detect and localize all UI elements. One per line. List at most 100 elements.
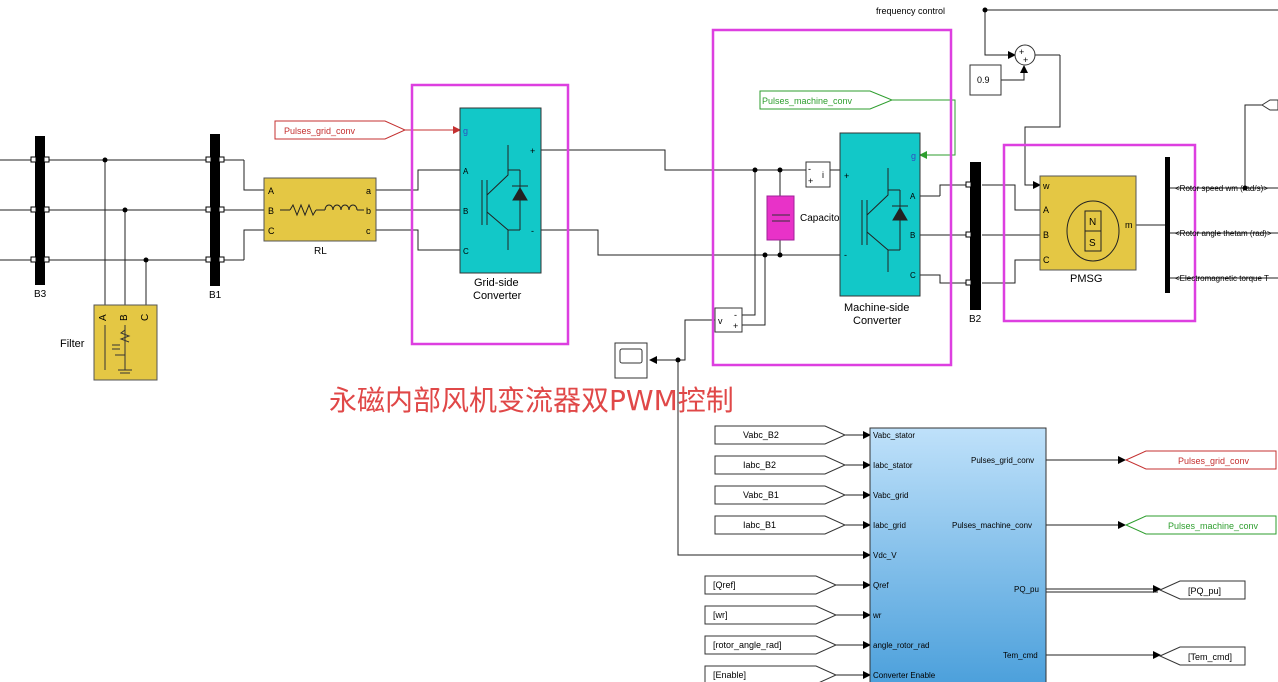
filter-block[interactable]: A B C Filter (60, 304, 158, 381)
constant-block[interactable]: 0.9 (969, 64, 1002, 96)
rl-port-a: A (268, 186, 274, 196)
bus-output-torque: <Electromagnetic torque T (1175, 274, 1269, 283)
bus-b2-label: B2 (969, 314, 982, 325)
goto-tag-text: [PQ_pu] (1188, 586, 1221, 596)
filter-port-a: A (98, 314, 109, 321)
grid-conv-label-2: Converter (473, 290, 522, 302)
rl-port-b: B (268, 206, 274, 216)
grid-conv-port-a: A (463, 167, 469, 176)
control-output-port-label: PQ_pu (1014, 585, 1039, 594)
grid-conv-port-c: C (463, 247, 469, 256)
grid-side-converter-block[interactable]: g A B C + - (459, 107, 542, 274)
control-output-port-label: Pulses_machine_conv (952, 521, 1032, 530)
goto-tag-tem-cmd[interactable]: [Tem_cmd] (1158, 646, 1246, 666)
rl-block[interactable]: A B C a b c RL (263, 177, 377, 257)
control-input-port-label: Qref (873, 581, 889, 590)
sum-sign-2: + (1023, 55, 1028, 65)
grid-conv-minus: - (531, 226, 534, 236)
control-output-port-label: Pulses_grid_conv (971, 456, 1034, 465)
from-tag-wr[interactable]: [wr] (704, 605, 838, 625)
overlay-title: 永磁内部风机变流器双PWM控制 (329, 384, 734, 417)
bus-b1[interactable]: B1 (205, 134, 225, 301)
bus-b3-label: B3 (34, 289, 47, 300)
resistor-inductor-icon (280, 203, 364, 217)
goto-tag-pulses-grid-conv[interactable]: Pulses_grid_conv (1124, 450, 1277, 470)
pmsg-port-w: w (1042, 181, 1050, 191)
rl-port-c-out: c (366, 226, 371, 236)
machine-side-converter-block[interactable]: + - g A B C (839, 132, 921, 297)
from-tag-text: Iabc_B2 (743, 460, 776, 470)
current-meter-plus: + (808, 176, 813, 186)
machine-conv-port-g: g (911, 151, 916, 161)
pmsg-block[interactable]: w A B C m N S PMSG (1039, 175, 1137, 285)
goto-tag-text: [Tem_cmd] (1188, 652, 1232, 662)
grid-conv-label-1: Grid-side (474, 277, 519, 289)
frequency-control-label: frequency control (876, 6, 945, 16)
control-subsystem-block[interactable]: Vabc_statorIabc_statorVabc_gridIabc_grid… (869, 427, 1047, 682)
pmsg-port-m: m (1125, 220, 1133, 230)
rl-port-c: C (268, 226, 275, 236)
rl-port-a-out: a (366, 186, 371, 196)
control-input-port-label: Vdc_V (873, 551, 897, 560)
pmsg-port-a: A (1043, 205, 1049, 215)
from-tag-text: Vabc_B2 (743, 430, 779, 440)
goto-pulses-grid-conv-text: Pulses_grid_conv (284, 126, 356, 136)
current-meter-minus: - (808, 164, 811, 174)
igbt-diode-icon (861, 168, 908, 272)
goto-tag-partial (1261, 99, 1278, 111)
from-tag-qref[interactable]: [Qref] (704, 575, 838, 595)
grid-conv-plus: + (530, 146, 535, 156)
bus-output-labels: <Rotor speed wm (rad/s)> <Rotor angle th… (1175, 184, 1272, 283)
goto-tag-pq-pu[interactable]: [PQ_pu] (1158, 580, 1246, 600)
current-meter-block[interactable]: - + i (805, 161, 831, 188)
control-input-port-label: Vabc_grid (873, 491, 908, 500)
from-tag-iabc-stator[interactable]: Iabc_B2 (714, 455, 847, 475)
filter-port-b: B (119, 314, 130, 321)
voltage-meter-minus: - (734, 310, 737, 320)
bus-b2[interactable]: B2 (965, 162, 982, 325)
voltage-meter-block[interactable]: v - + (714, 307, 743, 333)
capacitor-block[interactable]: Capacitor (766, 195, 843, 241)
bus-output-rotor-angle: <Rotor angle thetam (rad)> (1175, 229, 1272, 238)
bus-selector[interactable] (1165, 157, 1170, 293)
bus-output-rotor-speed: <Rotor speed wm (rad/s)> (1175, 184, 1268, 193)
control-input-port-label: Iabc_stator (873, 461, 913, 470)
control-input-port-label: Iabc_grid (873, 521, 906, 530)
voltage-meter-port-v: v (718, 316, 723, 326)
from-tag-converter-enable[interactable]: [Enable] (704, 665, 838, 682)
rl-label: RL (314, 246, 327, 257)
pmsg-pole-n: N (1089, 217, 1096, 228)
from-tag-text: [Enable] (713, 670, 746, 680)
from-tag-text: [Qref] (713, 580, 736, 590)
current-meter-port-i: i (822, 170, 824, 180)
goto-tag-text: Pulses_machine_conv (1168, 521, 1259, 531)
control-input-port-label: Vabc_stator (873, 431, 915, 440)
rl-port-b-out: b (366, 206, 371, 216)
highlight-machine-side (711, 28, 953, 367)
from-tag-vabc-stator[interactable]: Vabc_B2 (714, 425, 847, 445)
from-tag-iabc-grid[interactable]: Iabc_B1 (714, 515, 847, 535)
from-tag-text: Vabc_B1 (743, 490, 779, 500)
machine-conv-port-a: A (910, 192, 916, 201)
filter-label: Filter (60, 338, 85, 350)
goto-tag-pulses-machine-conv[interactable]: Pulses_machine_conv (1124, 515, 1277, 535)
goto-pulses-machine-conv-text: Pulses_machine_conv (762, 96, 853, 106)
voltage-meter-plus: + (733, 321, 738, 331)
from-tag-text: [wr] (713, 610, 728, 620)
sum-block[interactable]: + + (1014, 44, 1036, 66)
capacitor-label: Capacitor (800, 213, 843, 224)
machine-conv-port-b: B (910, 231, 915, 240)
goto-pulses-machine-conv[interactable]: Pulses_machine_conv (759, 90, 894, 110)
rlc-icon (104, 325, 132, 374)
control-input-port-label: Converter Enable (873, 671, 936, 680)
from-tag-angle-rotor-rad[interactable]: [rotor_angle_rad] (704, 635, 838, 655)
pmsg-port-b: B (1043, 230, 1049, 240)
scope-block[interactable] (614, 342, 648, 379)
from-tag-text: Iabc_B1 (743, 520, 776, 530)
pmsg-pole-s: S (1089, 238, 1096, 249)
from-tag-vabc-grid[interactable]: Vabc_B1 (714, 485, 847, 505)
goto-pulses-grid-conv[interactable]: Pulses_grid_conv (274, 120, 407, 140)
wires (0, 9, 1278, 679)
bus-b3[interactable]: B3 (30, 136, 50, 300)
